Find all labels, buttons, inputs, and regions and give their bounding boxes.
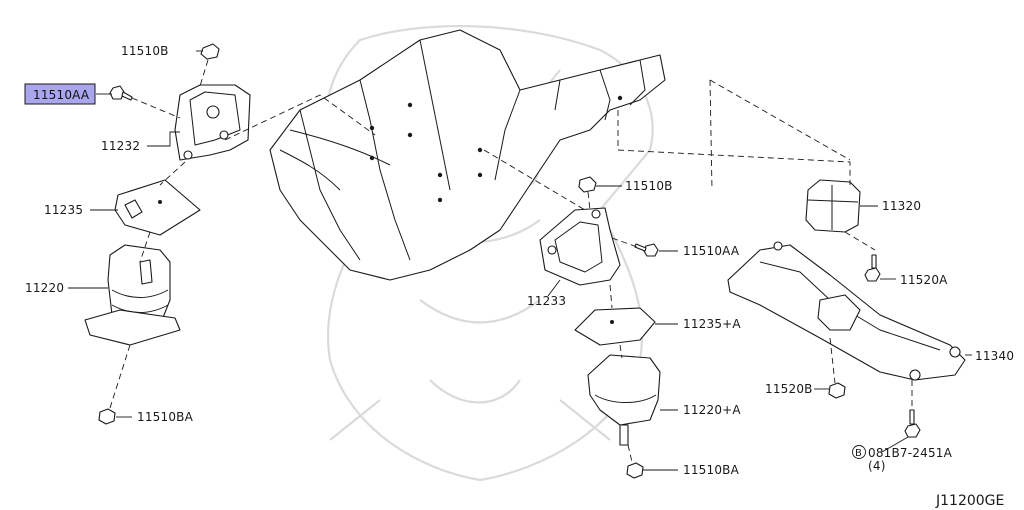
label-11320: 11320 — [882, 199, 921, 213]
callout-11235[interactable]: 11235 — [44, 203, 83, 217]
label-11233: 11233 — [527, 294, 566, 308]
callout-11510b-top[interactable]: 11510B — [121, 44, 169, 58]
engine-block — [269, 29, 666, 281]
nut-11510ba-left — [98, 408, 116, 425]
label-11520b: 11520B — [765, 382, 813, 396]
assembly-lines — [109, 59, 913, 463]
callout-11220[interactable]: 11220 — [25, 281, 64, 295]
leader-lines — [68, 50, 972, 471]
bolt-11520a — [864, 254, 881, 282]
circled-b-marker — [852, 445, 866, 459]
transmission-mount-11320 — [805, 179, 861, 233]
bolt-11510aa-mid — [634, 243, 659, 257]
highlight-box — [24, 83, 96, 105]
callout-11520a[interactable]: 11520A — [900, 273, 948, 287]
callout-11510ba-mid[interactable]: 11510BA — [683, 463, 740, 477]
callout-11510aa-left[interactable]: 11510AA — [24, 83, 96, 105]
label-11235a: 11235+A — [683, 317, 741, 331]
nut-11510ba-mid — [626, 462, 644, 479]
label-11510b-top: 11510B — [121, 44, 169, 58]
diagram-code: J11200GE — [935, 493, 1004, 509]
bracket-11233 — [539, 207, 621, 286]
mount-11220 — [84, 244, 181, 346]
label-11220: 11220 — [25, 281, 64, 295]
callout-08187[interactable]: B 081B7-2451A (4) — [852, 445, 953, 474]
label-11510aa-left: 11510AA — [33, 88, 90, 102]
nut-11520b — [828, 382, 846, 399]
callout-11510aa-mid[interactable]: 11510AA — [683, 244, 740, 258]
label-11510ba-mid: 11510BA — [683, 463, 740, 477]
bolt-11510b-top — [200, 43, 220, 60]
crossmember-11340 — [727, 241, 966, 381]
callout-11320[interactable]: 11320 — [882, 199, 921, 213]
label-11235: 11235 — [44, 203, 83, 217]
label-11510aa-mid: 11510AA — [683, 244, 740, 258]
label-11510ba-left: 11510BA — [137, 410, 194, 424]
circled-b-letter: B — [855, 448, 862, 459]
bolt-08187 — [904, 409, 921, 438]
bolt-11510aa-left — [109, 85, 133, 101]
label-11232: 11232 — [101, 139, 140, 153]
label-11340: 11340 — [975, 349, 1014, 363]
callout-11340[interactable]: 11340 — [975, 349, 1014, 363]
callout-11220a[interactable]: 11220+A — [683, 403, 741, 417]
mount-11220a — [587, 354, 661, 446]
callout-11232[interactable]: 11232 — [101, 139, 140, 153]
callout-11510b-mid[interactable]: 11510B — [625, 179, 673, 193]
label-qty: (4) — [868, 459, 886, 473]
plate-11235a — [574, 307, 656, 346]
plate-11235 — [114, 179, 201, 236]
label-11520a: 11520A — [900, 273, 948, 287]
label-08187: 081B7-2451A — [868, 446, 953, 460]
nut-11510b-mid — [578, 176, 597, 193]
callout-11235a[interactable]: 11235+A — [683, 317, 741, 331]
label-11510b-mid: 11510B — [625, 179, 673, 193]
callout-11510ba-left[interactable]: 11510BA — [137, 410, 194, 424]
bracket-11232 — [174, 84, 251, 161]
callout-11233[interactable]: 11233 — [527, 294, 566, 308]
callout-11520b[interactable]: 11520B — [765, 382, 813, 396]
label-11220a: 11220+A — [683, 403, 741, 417]
